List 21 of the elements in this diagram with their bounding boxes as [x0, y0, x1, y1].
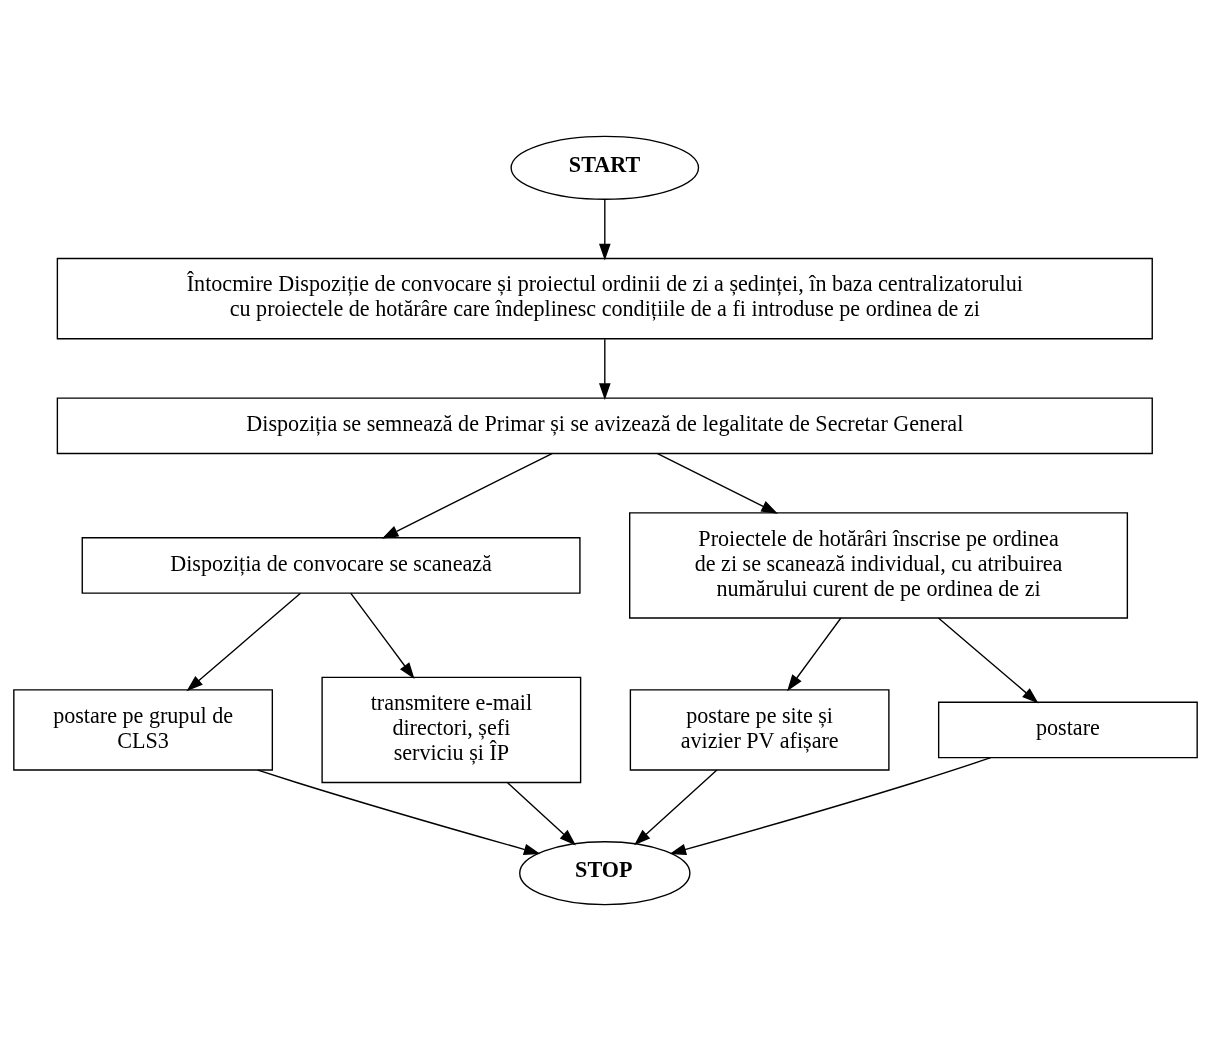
arrow: [599, 198, 611, 261]
arrow: [937, 617, 1039, 704]
arrow: [634, 769, 718, 846]
arrow: [381, 452, 553, 539]
arrow: [506, 782, 576, 846]
arrow: [787, 617, 842, 692]
node-box: Dispoziția de convocare se scanează: [81, 537, 581, 594]
node-ellipse: START: [510, 135, 700, 200]
node-box: Dispoziția se semnează de Primar și se avizează de legalitate de Secretar General: [56, 397, 1153, 455]
arrow: [186, 592, 302, 692]
node-box: transmitere e-mail directori, șefi serviciu și ÎP: [321, 676, 582, 784]
node-box: postare: [937, 701, 1198, 759]
arrow: [350, 592, 415, 680]
arrow: [257, 769, 541, 856]
arrow: [656, 452, 778, 514]
node-box: Întocmire Dispoziție de convocare și proiectul ordinii de zi a ședinței, în baza centralizatorului cu proiectele de hotărâre care îndeplinesc condițiile de a fi introduse pe ordinea de zi: [56, 257, 1153, 340]
node-box: postare pe site și avizier PV afișare: [629, 689, 890, 771]
node-box: Proiectele de hotărâri înscrise pe ordinea de zi se scanează individual, cu atribuirea numărului curent de pe ordinea de zi: [629, 512, 1129, 619]
arrow: [599, 338, 611, 400]
arrow: [669, 757, 992, 856]
node-box: postare pe grupul de CLS3: [13, 689, 274, 771]
